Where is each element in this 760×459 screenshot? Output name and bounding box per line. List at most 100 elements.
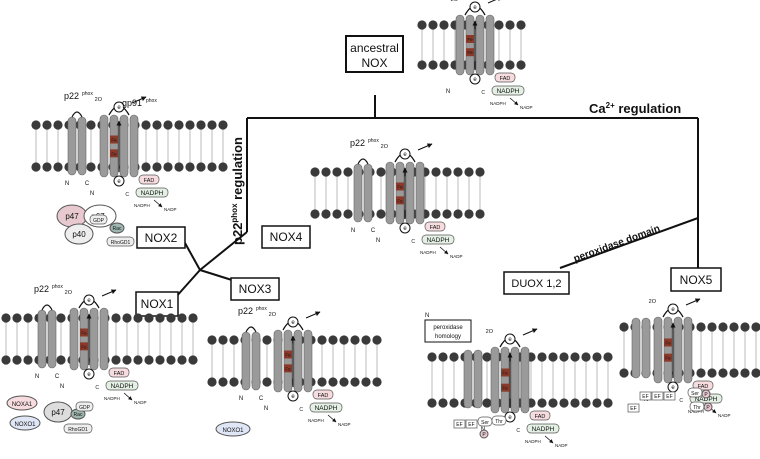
lipid-head xyxy=(188,313,198,323)
lipid-head xyxy=(570,398,580,408)
p47-label: p47 xyxy=(65,212,79,221)
nadph-pill-text: NADPH xyxy=(427,237,450,244)
helix xyxy=(385,161,395,225)
nadph-pill-text: NADPH xyxy=(111,383,134,390)
fe-label: Fe xyxy=(397,185,403,190)
nadph-pill-text: NADPH xyxy=(532,426,555,433)
fad-pill-text: FAD xyxy=(430,225,441,231)
lipid-head xyxy=(343,167,353,177)
helix xyxy=(455,14,465,76)
lipid-head xyxy=(592,352,602,362)
nadp-label: NADP xyxy=(450,254,463,259)
helix xyxy=(631,317,641,379)
electron xyxy=(287,390,299,402)
lipid-head xyxy=(229,335,239,345)
fe-label: Fe xyxy=(502,371,508,376)
lipid-head xyxy=(442,167,452,177)
fad-pill-text: FAD xyxy=(500,76,511,82)
fe-label: Fe xyxy=(111,151,117,156)
heme xyxy=(396,196,404,205)
lipid-head xyxy=(603,398,613,408)
nadph-small: NADPH xyxy=(308,418,324,423)
lipid-head xyxy=(42,120,52,130)
helix xyxy=(303,329,313,393)
peroxidase-text-2: homology xyxy=(435,334,461,340)
nadph-small: NADPH xyxy=(490,101,506,106)
helix xyxy=(463,349,473,409)
membrane-diagrams: FeFeee2OFADNADPHCNADPHNADPNFeFeee2OFADNA… xyxy=(1,0,760,448)
lipid-head xyxy=(548,398,558,408)
lipid-head xyxy=(516,60,526,70)
nadp-arrow xyxy=(509,97,519,106)
helix xyxy=(99,307,109,371)
fad-pill-text: FAD xyxy=(535,414,546,420)
n-label: N xyxy=(376,238,380,244)
helix xyxy=(79,307,89,371)
lipid-head xyxy=(350,335,360,345)
lipid-head xyxy=(310,167,320,177)
p22-n-label: N xyxy=(351,228,355,234)
ef1-box xyxy=(453,419,466,429)
ca-rest: regulation xyxy=(615,101,682,116)
helix xyxy=(251,331,261,391)
ser-box-text: Ser xyxy=(481,420,489,426)
superoxide-arrow xyxy=(522,328,538,336)
gp91-label: gp91 xyxy=(122,98,142,108)
e-label: e xyxy=(87,298,91,304)
helix xyxy=(283,329,293,393)
p22-rest: regulation xyxy=(230,137,245,204)
nadp-label: NADP xyxy=(338,422,351,427)
peroxidase-domain-text: peroxidase domain xyxy=(572,223,661,265)
helix xyxy=(241,331,251,391)
p40-oval xyxy=(64,223,94,245)
lipid-head xyxy=(707,322,717,332)
heme xyxy=(396,182,404,191)
lipid-head xyxy=(431,209,441,219)
nox4-label: NOX4 xyxy=(270,230,303,244)
lipid-head xyxy=(559,352,569,362)
lipid-head xyxy=(23,355,33,365)
svg-text:p22phox regulation: p22phox regulation xyxy=(230,137,245,245)
lipid-head xyxy=(166,313,176,323)
ef2-box xyxy=(639,391,652,401)
p22-n-label: N xyxy=(35,374,39,380)
gp91-phox-sup: phox xyxy=(146,98,157,104)
lipid-head xyxy=(12,313,22,323)
lipid-head xyxy=(570,352,580,362)
ef2-box xyxy=(465,419,478,429)
lipid-head xyxy=(328,377,338,387)
p22-phox-sup: phox xyxy=(256,306,267,312)
lipid-head xyxy=(439,60,449,70)
heme xyxy=(466,35,474,43)
lipid-head xyxy=(166,355,176,365)
nadp-arrow xyxy=(544,435,554,444)
p22-label: p22 xyxy=(350,138,365,148)
e-label: e xyxy=(291,394,295,400)
lipid-head xyxy=(339,377,349,387)
heme xyxy=(110,135,118,144)
helix xyxy=(37,309,47,369)
helix xyxy=(293,329,303,393)
rhogd1-box-text: RhoGD1 xyxy=(111,240,131,246)
lipid-head xyxy=(729,368,739,378)
lipid-head xyxy=(707,368,717,378)
lipid-head xyxy=(449,398,459,408)
lipid-head xyxy=(537,352,547,362)
lipid-head xyxy=(442,209,452,219)
o2-label: 2O xyxy=(95,97,103,103)
p22-phox-sup: phox xyxy=(52,284,63,290)
lipid-head xyxy=(439,20,449,30)
fe-label: Fe xyxy=(397,198,403,203)
lipid-head xyxy=(155,313,165,323)
fe-label: Fe xyxy=(81,331,87,336)
n-label: N xyxy=(446,89,450,95)
p2-circle xyxy=(703,402,713,412)
lipid-head xyxy=(122,355,132,365)
lipid-head xyxy=(751,368,760,378)
e-label: e xyxy=(508,337,512,343)
helix xyxy=(465,14,475,76)
helix xyxy=(641,317,651,379)
superoxide-arrow xyxy=(131,96,147,104)
